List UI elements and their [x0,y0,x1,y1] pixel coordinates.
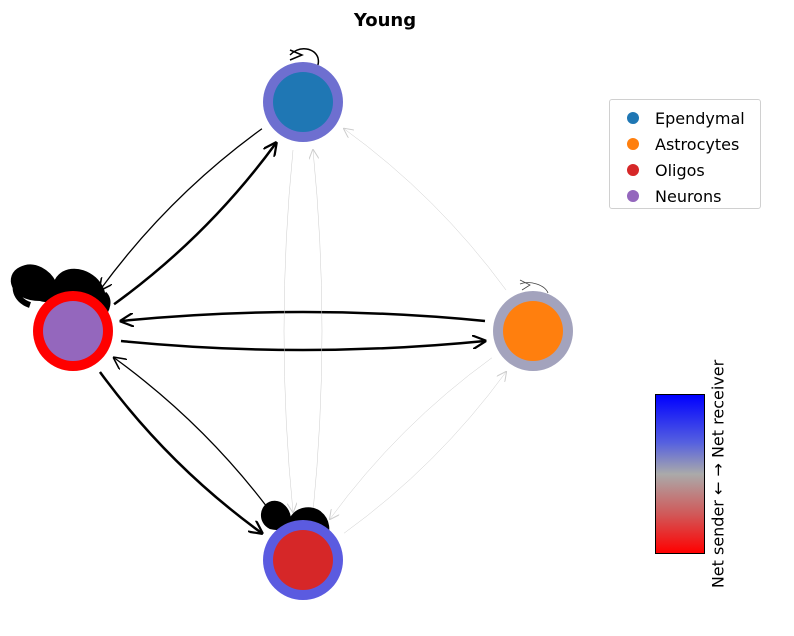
self-loop-astrocytes-arrow [519,279,531,291]
node-neurons-core [43,301,103,361]
legend-label: Neurons [655,186,722,206]
node-ependymal-core [273,72,333,132]
legend-item: Oligos [610,157,760,183]
edge-astrocytes-to-ependymal [344,129,507,291]
diagram-title: Young [353,10,417,31]
node-oligos-core [273,530,333,590]
legend-label: Ependymal [655,108,745,128]
edge-oligos-to-astrocytes [343,372,506,534]
edge-ependymal-to-oligos [283,149,293,512]
legend-marker [627,138,639,150]
legend-marker [627,164,639,176]
legend-item: Ependymal [610,105,760,131]
edge-astrocytes-to-oligos [330,357,493,519]
legend-marker [627,112,639,124]
self-loop-astrocytes [519,282,549,294]
legend-label: Astrocytes [655,134,740,154]
node-oligos [263,520,343,600]
legend-label: Oligos [655,160,705,180]
node-ependymal [263,62,343,142]
legend-item: Astrocytes [610,131,760,157]
edge-neurons-to-oligos [98,371,262,533]
self-loop-ependymal-arrow [289,49,304,61]
edge-neurons-to-ependymal [113,143,276,306]
node-astrocytes [493,291,573,371]
node-neurons [33,291,113,371]
node-astrocytes-core [503,301,563,361]
edge-neurons-to-astrocytes [120,341,485,352]
legend-item: Neurons [610,183,760,209]
colorbar-label: Net sender ← → Net receiver [708,359,728,589]
edge-oligos-to-ependymal [313,150,323,513]
legend-marker [627,190,639,202]
edge-astrocytes-to-neurons [121,310,486,321]
edge-oligos-to-neurons [114,358,277,520]
colorbar [655,394,705,554]
edge-ependymal-to-neurons [100,128,263,290]
